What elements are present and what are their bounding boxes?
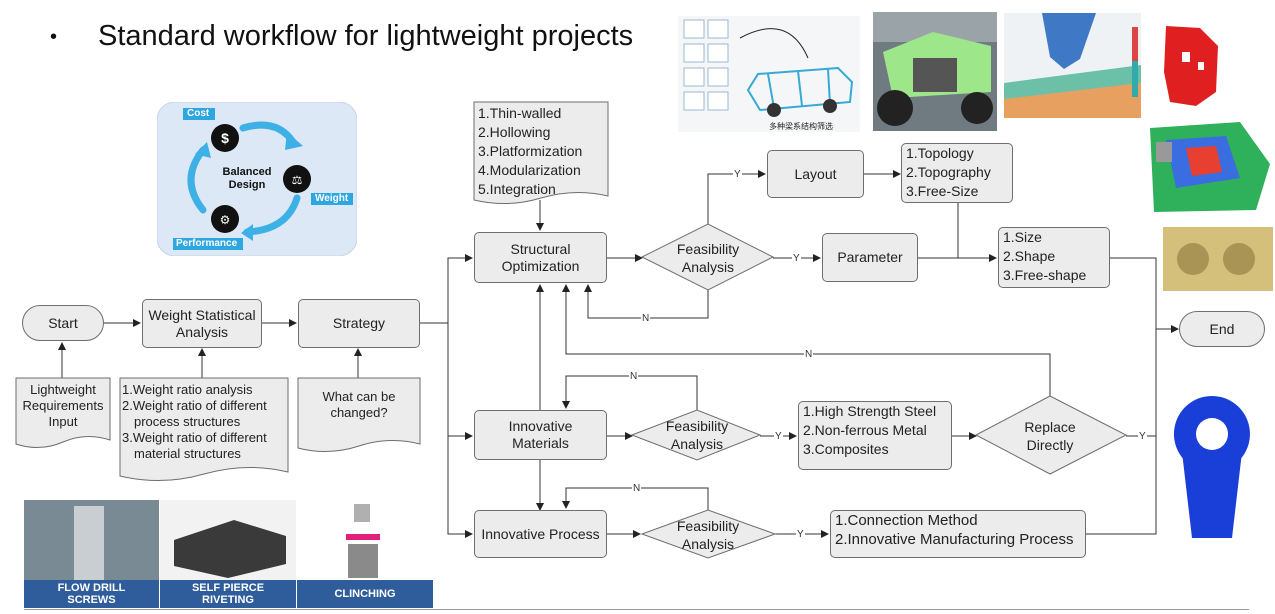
free-shape-mesh-image — [1163, 227, 1273, 291]
svg-text:$: $ — [221, 130, 229, 146]
edge-label-yes: Y — [1138, 431, 1147, 442]
end-node: End — [1179, 311, 1265, 347]
edge-label-yes: Y — [792, 253, 801, 264]
topology-contour-image — [1150, 122, 1270, 212]
blue-link-part-image — [1173, 396, 1250, 538]
cycle-label-cost: Cost — [187, 108, 210, 119]
cycle-label-performance: Performance — [176, 238, 238, 249]
edge-label-no: N — [641, 313, 651, 324]
edge-label-yes: Y — [796, 529, 805, 540]
start-node: Start — [22, 305, 104, 341]
bullet-icon: • — [50, 25, 58, 48]
innovative-process-node: Innovative Process — [474, 510, 607, 558]
red-bracket-image — [1164, 26, 1218, 106]
footer-rule — [24, 609, 1249, 610]
cycle-label-weight: Weight — [315, 193, 349, 204]
layout-node: Layout — [767, 150, 864, 198]
svg-text:⚖: ⚖ — [292, 173, 303, 187]
edge-label-yes: Y — [774, 431, 783, 442]
title-text: Standard workflow for lightweight projec… — [98, 20, 634, 52]
joining-methods-strip — [24, 500, 433, 608]
svg-text:⚙: ⚙ — [220, 213, 231, 227]
balanced-design-diagram: $ ⚖ ⚙ — [157, 102, 357, 256]
parameter-node: Parameter — [822, 233, 918, 282]
edge-label-no: N — [632, 483, 642, 494]
edge-label-yes: Y — [733, 169, 742, 180]
edge-label-no: N — [629, 371, 639, 382]
vehicle-chassis-image — [873, 12, 997, 131]
lattice-simulation-image — [1004, 13, 1141, 118]
strategy-node: Strategy — [298, 299, 420, 348]
beam-image-caption: 多种梁系结构筛选 — [769, 121, 833, 131]
slide-title: • Standard workflow for lightweight proje… — [50, 20, 633, 53]
beam-structure-image: 多种梁系结构筛选 — [678, 16, 860, 132]
edge-label-no: N — [804, 349, 814, 360]
